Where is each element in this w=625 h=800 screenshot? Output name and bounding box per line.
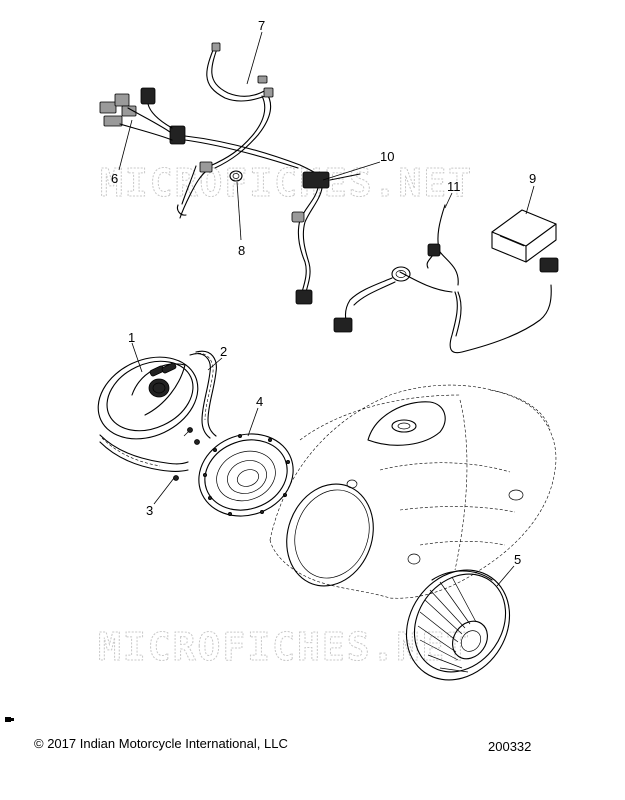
harness-part-10 <box>176 161 361 305</box>
callout-4: 4 <box>256 394 263 409</box>
callout-1: 1 <box>128 330 135 345</box>
callout-5: 5 <box>514 552 521 567</box>
trim-part-3 <box>99 427 200 481</box>
harness-part-11 <box>333 204 559 354</box>
corner-marker-icon <box>5 717 14 722</box>
callout-8: 8 <box>238 243 245 258</box>
figure-number: 200332 <box>488 739 532 754</box>
seal-strip-part-2 <box>189 350 217 439</box>
watermark-top: MICROFICHES.NET <box>100 161 473 205</box>
callout-2: 2 <box>220 344 227 359</box>
speaker-part-4 <box>198 433 294 517</box>
callout-10: 10 <box>380 149 394 164</box>
callout-3: 3 <box>146 503 153 518</box>
harness-part-7 <box>206 42 274 169</box>
module-part-9 <box>491 209 557 263</box>
fairing-body <box>269 384 557 599</box>
copyright-notice: © 2017 Indian Motorcycle International, … <box>34 736 288 751</box>
callout-6: 6 <box>111 171 118 186</box>
speaker-enclosure-part-5 <box>405 569 511 681</box>
callout-11: 11 <box>447 179 461 194</box>
callout-9: 9 <box>529 171 536 186</box>
grommet-part-8 <box>229 170 243 182</box>
leader-lines <box>118 31 535 587</box>
watermark-bottom: MICROFICHES.NET <box>98 625 471 669</box>
speaker-grille-part-1 <box>97 356 199 440</box>
callout-7: 7 <box>258 18 265 33</box>
